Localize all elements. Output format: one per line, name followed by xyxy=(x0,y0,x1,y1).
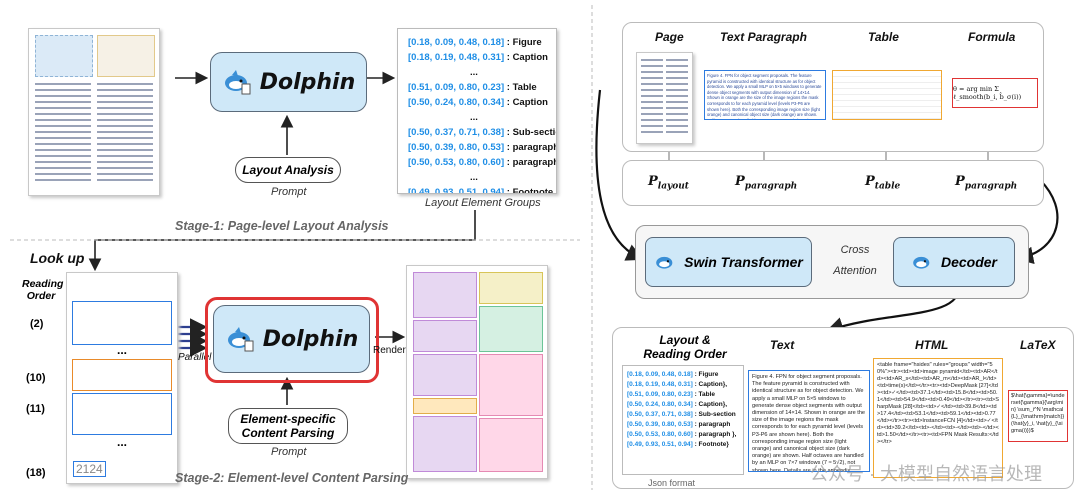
p-paragraph-1: Pparagraph xyxy=(735,174,798,192)
layout-analysis-label: Layout Analysis xyxy=(242,163,334,177)
order-number-1: (2) xyxy=(30,318,44,330)
decoder-label: Decoder xyxy=(940,254,998,270)
latex-output: $\hat{\gamma}=\underset{\gamma}{\arg\min… xyxy=(1008,390,1068,442)
page-thumbnail xyxy=(636,52,693,144)
text-output: Figure 4. FPN for object segment proposa… xyxy=(748,370,870,472)
input-document-page xyxy=(28,28,160,196)
html-output: <table frame="hsides" rules="groups" wid… xyxy=(873,358,1003,478)
layout-element-row-10: [0.49, 0.93, 0.51, 0.94] : Footnote xyxy=(408,187,554,194)
layout-element-row-9: ... xyxy=(470,172,478,183)
ro-table-block xyxy=(72,359,172,391)
layout-output-json: [0.18, 0.09, 0.48, 0.18] : Figure [0.18, … xyxy=(622,365,744,475)
order-number-2: (10) xyxy=(26,372,46,384)
layout-element-row-1: [0.18, 0.19, 0.48, 0.31] : Caption xyxy=(408,52,548,63)
ro-footnote-block: 2124 xyxy=(73,461,106,477)
text-paragraph-sample: Figure 4. FPN for object segment proposa… xyxy=(704,70,826,120)
render-label: Render xyxy=(373,345,406,356)
header-text-paragraph: Text Paragraph xyxy=(720,30,807,44)
dolphin-model-bottom: Dolphin xyxy=(213,305,370,373)
layout-element-row-6: [0.50, 0.37, 0.71, 0.38] : Sub-section xyxy=(408,127,556,138)
stage2-title: Stage-2: Element-level Content Parsing xyxy=(175,471,409,485)
look-up-label: Look up xyxy=(30,250,85,266)
doc-figure xyxy=(35,35,93,77)
p-layout: Playout xyxy=(648,174,689,192)
reading-order-page: ... ... 2124 xyxy=(66,272,178,484)
layout-element-row-3: [0.51, 0.09, 0.80, 0.23] : Table xyxy=(408,82,537,93)
layout-element-row-8: [0.50, 0.53, 0.80, 0.60] : paragraph xyxy=(408,157,557,168)
header-layout-reading: Layout & Reading Order xyxy=(643,333,727,361)
cross-attention-label: Cross Attention xyxy=(833,244,877,277)
ro-paragraph-block xyxy=(72,301,172,345)
order-number-3: (11) xyxy=(26,403,45,415)
reading-order-header: Reading Order xyxy=(22,278,64,302)
doc-table xyxy=(97,35,155,77)
output-item-row-5: [0.50, 0.39, 0.80, 0.53] : paragraph xyxy=(627,421,731,428)
prompt-top-caption: Prompt xyxy=(271,186,307,198)
header-html: HTML xyxy=(915,338,949,352)
header-table: Table xyxy=(868,30,899,44)
header-text: Text xyxy=(770,338,795,352)
layout-element-row-2: ... xyxy=(470,67,478,78)
header-page: Page xyxy=(655,30,684,44)
dolphin-icon xyxy=(227,327,254,352)
json-format-label: Json format xyxy=(648,478,696,488)
order-label: Order xyxy=(26,290,56,302)
dolphin-bottom-highlight xyxy=(205,297,379,383)
swin-label: Swin Transformer xyxy=(684,254,803,270)
element-specific-label: Element-specific xyxy=(240,412,336,426)
layout-element-groups-box: [0.18, 0.09, 0.48, 0.18] : Figure [0.18, … xyxy=(397,28,557,194)
dolphin-icon xyxy=(656,256,673,269)
layout-groups-caption: Layout Element Groups xyxy=(425,197,541,209)
decoder-block: Decoder xyxy=(893,237,1015,287)
output-box xyxy=(612,327,1074,489)
output-item-row-4: [0.50, 0.37, 0.71, 0.38] : Sub-section xyxy=(627,411,736,418)
stage1-title: Stage-1: Page-level Layout Analysis xyxy=(175,219,389,233)
output-item-row-6: [0.50, 0.53, 0.80, 0.60] : paragraph }, xyxy=(627,431,737,438)
output-item-row-2: [0.51, 0.09, 0.80, 0.23] : Table xyxy=(627,391,716,398)
reading-label: Reading xyxy=(22,278,64,290)
order-number-4: (18) xyxy=(26,467,46,479)
dolphin-icon xyxy=(224,70,251,95)
output-item-row-7: [0.49, 0.93, 0.51, 0.94] : Footnote} xyxy=(627,441,729,448)
dolphin-bottom-label: Dolphin xyxy=(262,326,359,352)
content-parsing-label: Content Parsing xyxy=(241,426,335,440)
table-sample xyxy=(832,70,942,120)
ro-ellipsis-2: ... xyxy=(117,435,128,449)
element-specific-prompt: Element-specific Content Parsing xyxy=(228,408,348,444)
parallel-label: Parallel xyxy=(178,352,212,363)
layout-element-list: [0.18, 0.09, 0.48, 0.18] : Figure [0.18, … xyxy=(408,35,557,194)
layout-element-row-5: ... xyxy=(470,112,478,123)
output-item-row-3: [0.50, 0.24, 0.80, 0.34] : Caption}, xyxy=(627,401,728,408)
dolphin-icon xyxy=(913,256,930,269)
layout-analysis-prompt: Layout Analysis xyxy=(235,157,341,183)
layout-element-row-7: [0.50, 0.39, 0.80, 0.53] : paragraph xyxy=(408,142,557,153)
header-formula: Formula xyxy=(968,30,1016,44)
p-paragraph-2: Pparagraph xyxy=(955,174,1018,192)
dolphin-top-label: Dolphin xyxy=(259,69,356,95)
rendered-output-page xyxy=(406,265,548,479)
dolphin-model-top: Dolphin xyxy=(210,52,367,112)
output-item-row-0: [0.18, 0.09, 0.48, 0.18] : Figure xyxy=(627,371,719,378)
swin-transformer-block: Swin Transformer xyxy=(645,237,812,287)
p-table: Ptable xyxy=(865,174,901,192)
watermark: 公众号 · 大模型自然语言处理 xyxy=(810,464,1042,484)
ro-caption-block xyxy=(72,393,172,435)
output-item-row-1: [0.18, 0.19, 0.48, 0.31] : Caption}, xyxy=(627,381,728,388)
prompt-vars-box xyxy=(622,160,1044,206)
prompt-bottom-caption: Prompt xyxy=(271,446,307,458)
layout-element-row-0: [0.18, 0.09, 0.48, 0.18] : Figure xyxy=(408,37,542,48)
header-latex: LaTeX xyxy=(1020,338,1056,352)
layout-element-row-4: [0.50, 0.24, 0.80, 0.34] : Caption xyxy=(408,97,548,108)
ro-ellipsis-1: ... xyxy=(117,343,128,357)
formula-sample: θ = arg min Σ ℓ_smooth(b_i, b̂_σ(i)) xyxy=(952,78,1038,108)
